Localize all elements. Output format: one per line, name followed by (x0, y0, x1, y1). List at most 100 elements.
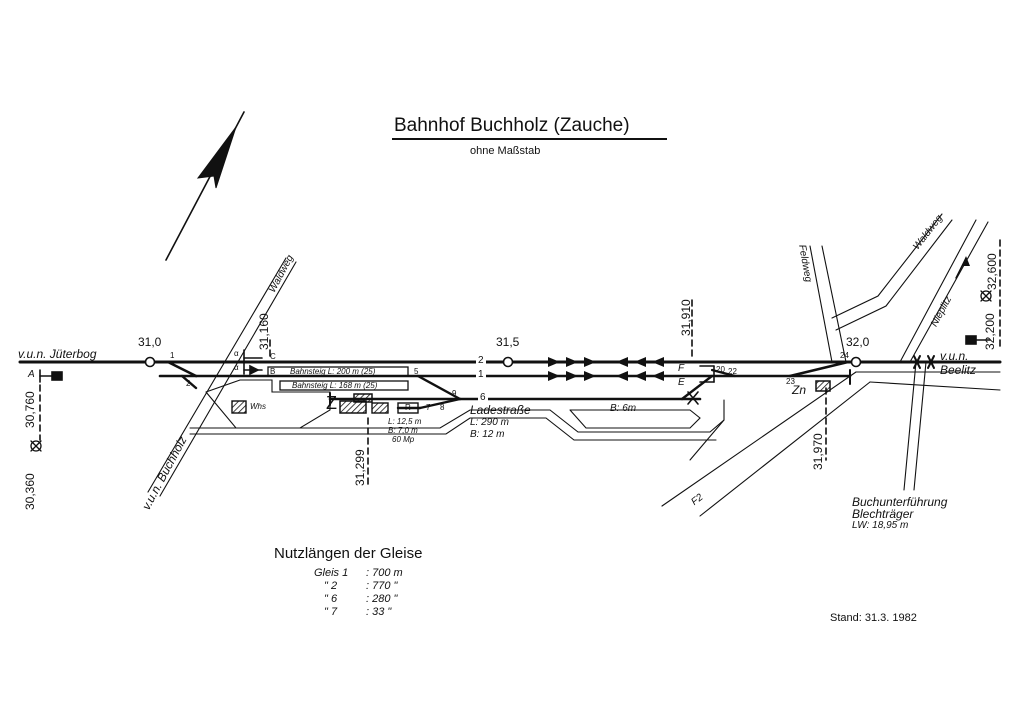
bridge-line-3: LW: 18,95 m (852, 520, 909, 531)
platform-upper-label: Bahnsteig L: 200 m (25) (290, 367, 376, 376)
reception-building-z-label: Z (326, 393, 337, 413)
signal-b-c-icon (243, 349, 263, 376)
waldweg-left-road-b (159, 261, 297, 497)
waldweg-right-road-b (835, 219, 953, 331)
track-6-label: 6 (478, 392, 488, 403)
direction-arrows-icon (548, 357, 664, 381)
whs-building (231, 400, 247, 414)
km-31-299-label: 31,299 (353, 449, 367, 486)
reception-building-annex (353, 393, 373, 403)
track-2-label: 2 (476, 355, 486, 366)
switch-label: 22 (728, 367, 737, 376)
switch-label: 8 (440, 403, 445, 412)
waldweg-right-road-a (831, 213, 943, 319)
ramp-length: L: 12,5 m (388, 417, 422, 426)
signal-c-label: C (270, 352, 276, 361)
siding-west (180, 374, 198, 390)
shed-building (371, 402, 389, 414)
usable-length-value: : 700 m (366, 567, 403, 579)
feldweg-road-b (821, 245, 847, 363)
usable-length-track: Gleis 1 (314, 567, 349, 579)
bridge-underpass-a (903, 361, 917, 491)
bridge-line-2: Blechträger (852, 507, 914, 521)
road-f2-west (661, 371, 857, 507)
signal-east-icon (965, 335, 991, 345)
loading-road-loop (569, 409, 701, 429)
signal-a-icon (39, 369, 63, 383)
zn-building-label: Zn (792, 383, 807, 397)
usable-lengths-heading: Nutzlängen der Gleise (274, 545, 423, 562)
alpha-marker-lower: α (234, 363, 239, 372)
switch-9-connection (416, 374, 462, 401)
waldweg-left-road-a (147, 257, 287, 493)
switch-label: 24 (840, 351, 849, 360)
loading-road-width: B: 6m (610, 403, 637, 414)
km-30-360-label: 30,360 (23, 473, 37, 510)
switch-east-connection (788, 360, 850, 378)
usable-length-track: " 6 (324, 593, 338, 605)
ramp-capacity: 60 Mp (392, 435, 415, 444)
ladestrasse-width: B: 12 m (470, 429, 505, 440)
whs-label: Whs (250, 402, 266, 411)
switch-label: 7 (426, 403, 431, 412)
platform-lower-outline (279, 380, 409, 391)
track-7-stub (418, 397, 462, 410)
ramp-box (397, 402, 419, 414)
level-crossing-icon-east (980, 290, 992, 302)
stand-date: Stand: 31.3. 1982 (830, 612, 917, 624)
platform-lower-label: Bahnsteig L: 168 m (25) (292, 381, 378, 390)
km-30-760-label: 30,760 (23, 391, 37, 428)
platform-upper-outline (267, 366, 409, 377)
switch-label: 1 (170, 351, 175, 360)
direction-east-top-label: v.u.n. (940, 349, 969, 363)
switch-label: 23 (786, 377, 795, 386)
north-arrow-icon (165, 111, 245, 261)
km-32-600-label: 32,600 (985, 253, 999, 290)
km-31-910-label: 31,910 (679, 299, 693, 336)
km-31-5-label: 31,5 (496, 335, 520, 349)
direction-west-label: v.u.n. Jüterbog (18, 347, 97, 361)
road-f2-branch (689, 419, 725, 461)
km-dashed-markers (39, 239, 1001, 489)
switch-22-connection (710, 368, 737, 378)
track-1-label: 1 (476, 369, 486, 380)
ladestrasse-length: L: 290 m (470, 417, 509, 428)
usable-length-value: : 770 " (366, 580, 398, 592)
reception-building-z (339, 400, 367, 414)
km-31-0-label: 31,0 (138, 335, 162, 349)
switch-label: 2 (186, 379, 191, 388)
alpha-marker-upper: α (234, 349, 239, 358)
usable-length-track: " 2 (324, 580, 338, 592)
zn-building (815, 380, 831, 392)
usable-length-value: : 280 " (366, 593, 398, 605)
title-underline (392, 138, 667, 140)
signal-e-label: E (678, 377, 685, 388)
road-beelitz-south (869, 381, 1001, 391)
feldweg-road-a (809, 245, 833, 363)
switch-label: 9 (452, 389, 457, 398)
nieplitz-road-a (899, 219, 977, 363)
direction-east-bottom-label: Beelitz (940, 363, 977, 377)
ramp-r-label: R (405, 403, 411, 412)
usable-length-value: : 33 " (366, 606, 392, 618)
nieplitz-flow-arrow-head (962, 256, 970, 266)
bridge-underpass-b (913, 361, 927, 491)
switch-connection-west (166, 360, 198, 378)
road-f2-east (699, 381, 871, 517)
page-subtitle: ohne Maßstab (470, 145, 541, 157)
km-32-200-label: 32,200 (983, 313, 997, 350)
signal-f-label: F (678, 363, 685, 374)
usable-length-track: " 7 (324, 606, 338, 618)
km-31-160-label: 31,160 (257, 313, 271, 350)
signal-a-label: A (28, 369, 35, 380)
signal-e-f-icon (699, 365, 715, 383)
track-6-east-connection (680, 374, 714, 401)
level-crossing-icon-west (30, 440, 42, 452)
derailer-icon (687, 391, 699, 405)
switch-label: 5 (414, 367, 419, 376)
ramp-width: B: 7,0 m (388, 426, 418, 435)
signal-b-label: B (270, 367, 276, 376)
page-title: Bahnhof Buchholz (Zauche) (394, 115, 630, 136)
bridge-marks (913, 355, 935, 369)
